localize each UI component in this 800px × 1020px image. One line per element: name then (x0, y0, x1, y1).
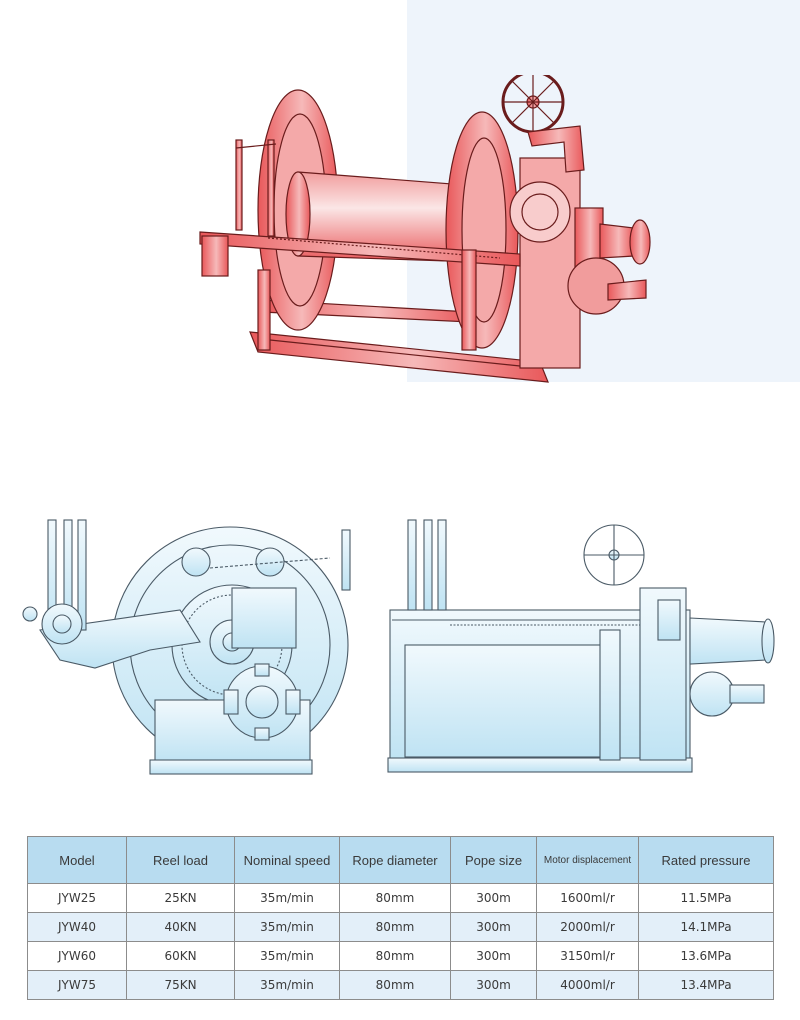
table-cell: JYW25 (27, 883, 127, 913)
winch-side-elevation (22, 519, 351, 775)
table-cell: JYW75 (27, 970, 127, 1000)
table-cell: 300m (450, 941, 537, 971)
table-cell: 80mm (339, 883, 451, 913)
table-cell: 2000ml/r (536, 912, 639, 942)
hydraulic-winch-perspective (199, 75, 651, 383)
table-cell: 1600ml/r (536, 883, 639, 913)
col-header-rated-pressure: Rated pressure (638, 836, 774, 884)
table-row: JYW75 75KN 35m/min 80mm 300m 4000ml/r 13… (27, 970, 774, 1000)
table-row: JYW25 25KN 35m/min 80mm 300m 1600ml/r 11… (27, 883, 774, 913)
table-row: JYW60 60KN 35m/min 80mm 300m 3150ml/r 13… (27, 941, 774, 971)
table-cell: 80mm (339, 912, 451, 942)
col-header-pope-size: Pope size (450, 836, 537, 884)
table-cell: 300m (450, 883, 537, 913)
table-cell: 35m/min (234, 941, 340, 971)
table-cell: 35m/min (234, 883, 340, 913)
table-cell: 60KN (126, 941, 235, 971)
col-header-rope-diameter: Rope diameter (339, 836, 451, 884)
spec-table-header-row: Model Reel load Nominal speed Rope diame… (27, 836, 774, 884)
table-cell: 40KN (126, 912, 235, 942)
table-cell: 80mm (339, 970, 451, 1000)
table-row: JYW40 40KN 35m/min 80mm 300m 2000ml/r 14… (27, 912, 774, 942)
table-cell: 3150ml/r (536, 941, 639, 971)
table-cell: 13.4MPa (638, 970, 774, 1000)
table-cell: JYW40 (27, 912, 127, 942)
table-cell: JYW60 (27, 941, 127, 971)
table-cell: 4000ml/r (536, 970, 639, 1000)
col-header-reel-load: Reel load (126, 836, 235, 884)
table-cell: 300m (450, 912, 537, 942)
table-cell: 14.1MPa (638, 912, 774, 942)
winch-front-elevation (387, 519, 775, 773)
table-cell: 25KN (126, 883, 235, 913)
col-header-motor-displacement: Motor displacement (536, 836, 639, 884)
table-cell: 13.6MPa (638, 941, 774, 971)
table-cell: 35m/min (234, 912, 340, 942)
table-cell: 300m (450, 970, 537, 1000)
table-cell: 75KN (126, 970, 235, 1000)
col-header-model: Model (27, 836, 127, 884)
spec-table: Model Reel load Nominal speed Rope diame… (27, 836, 774, 1000)
table-cell: 11.5MPa (638, 883, 774, 913)
table-cell: 35m/min (234, 970, 340, 1000)
table-cell: 80mm (339, 941, 451, 971)
col-header-nominal-speed: Nominal speed (234, 836, 340, 884)
